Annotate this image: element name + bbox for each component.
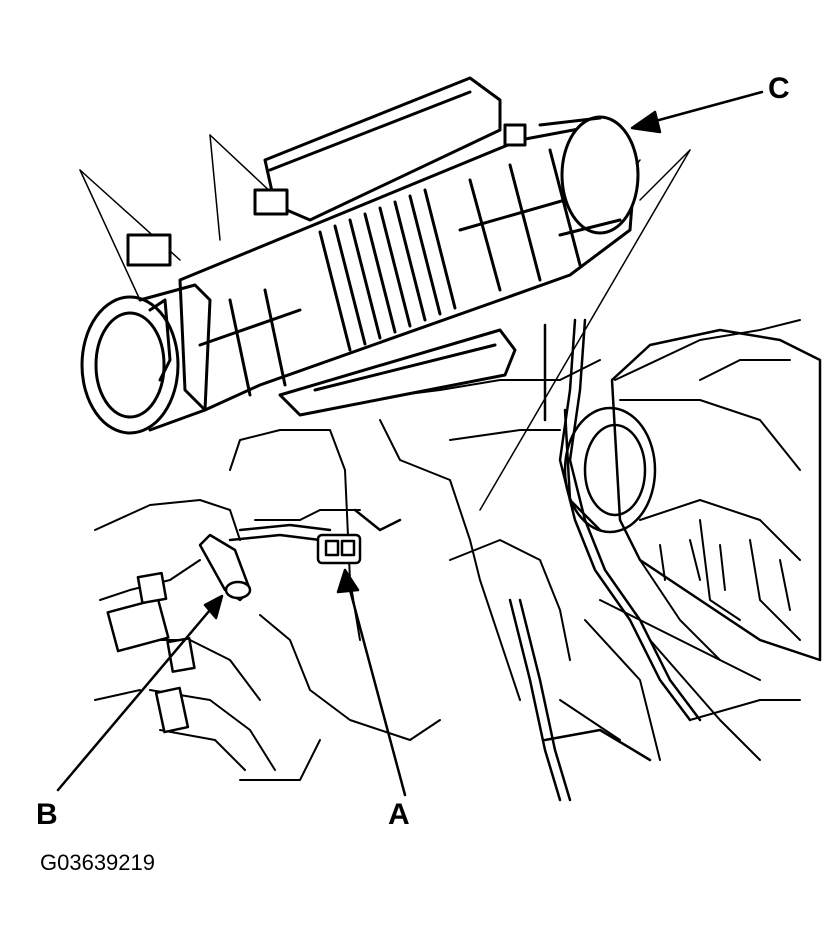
callout-arrows <box>56 90 764 797</box>
callout-label-b: B <box>36 798 58 831</box>
figure-id: G03639219 <box>40 850 155 875</box>
throttle-bracket <box>106 571 196 734</box>
wire-harness <box>228 318 702 802</box>
intake-duct <box>80 76 640 435</box>
hose-b <box>198 533 252 602</box>
callout-label-c: C <box>768 72 790 105</box>
connector-a <box>316 533 362 565</box>
air-cleaner-box <box>563 328 822 662</box>
callout-label-a: A <box>388 798 410 831</box>
